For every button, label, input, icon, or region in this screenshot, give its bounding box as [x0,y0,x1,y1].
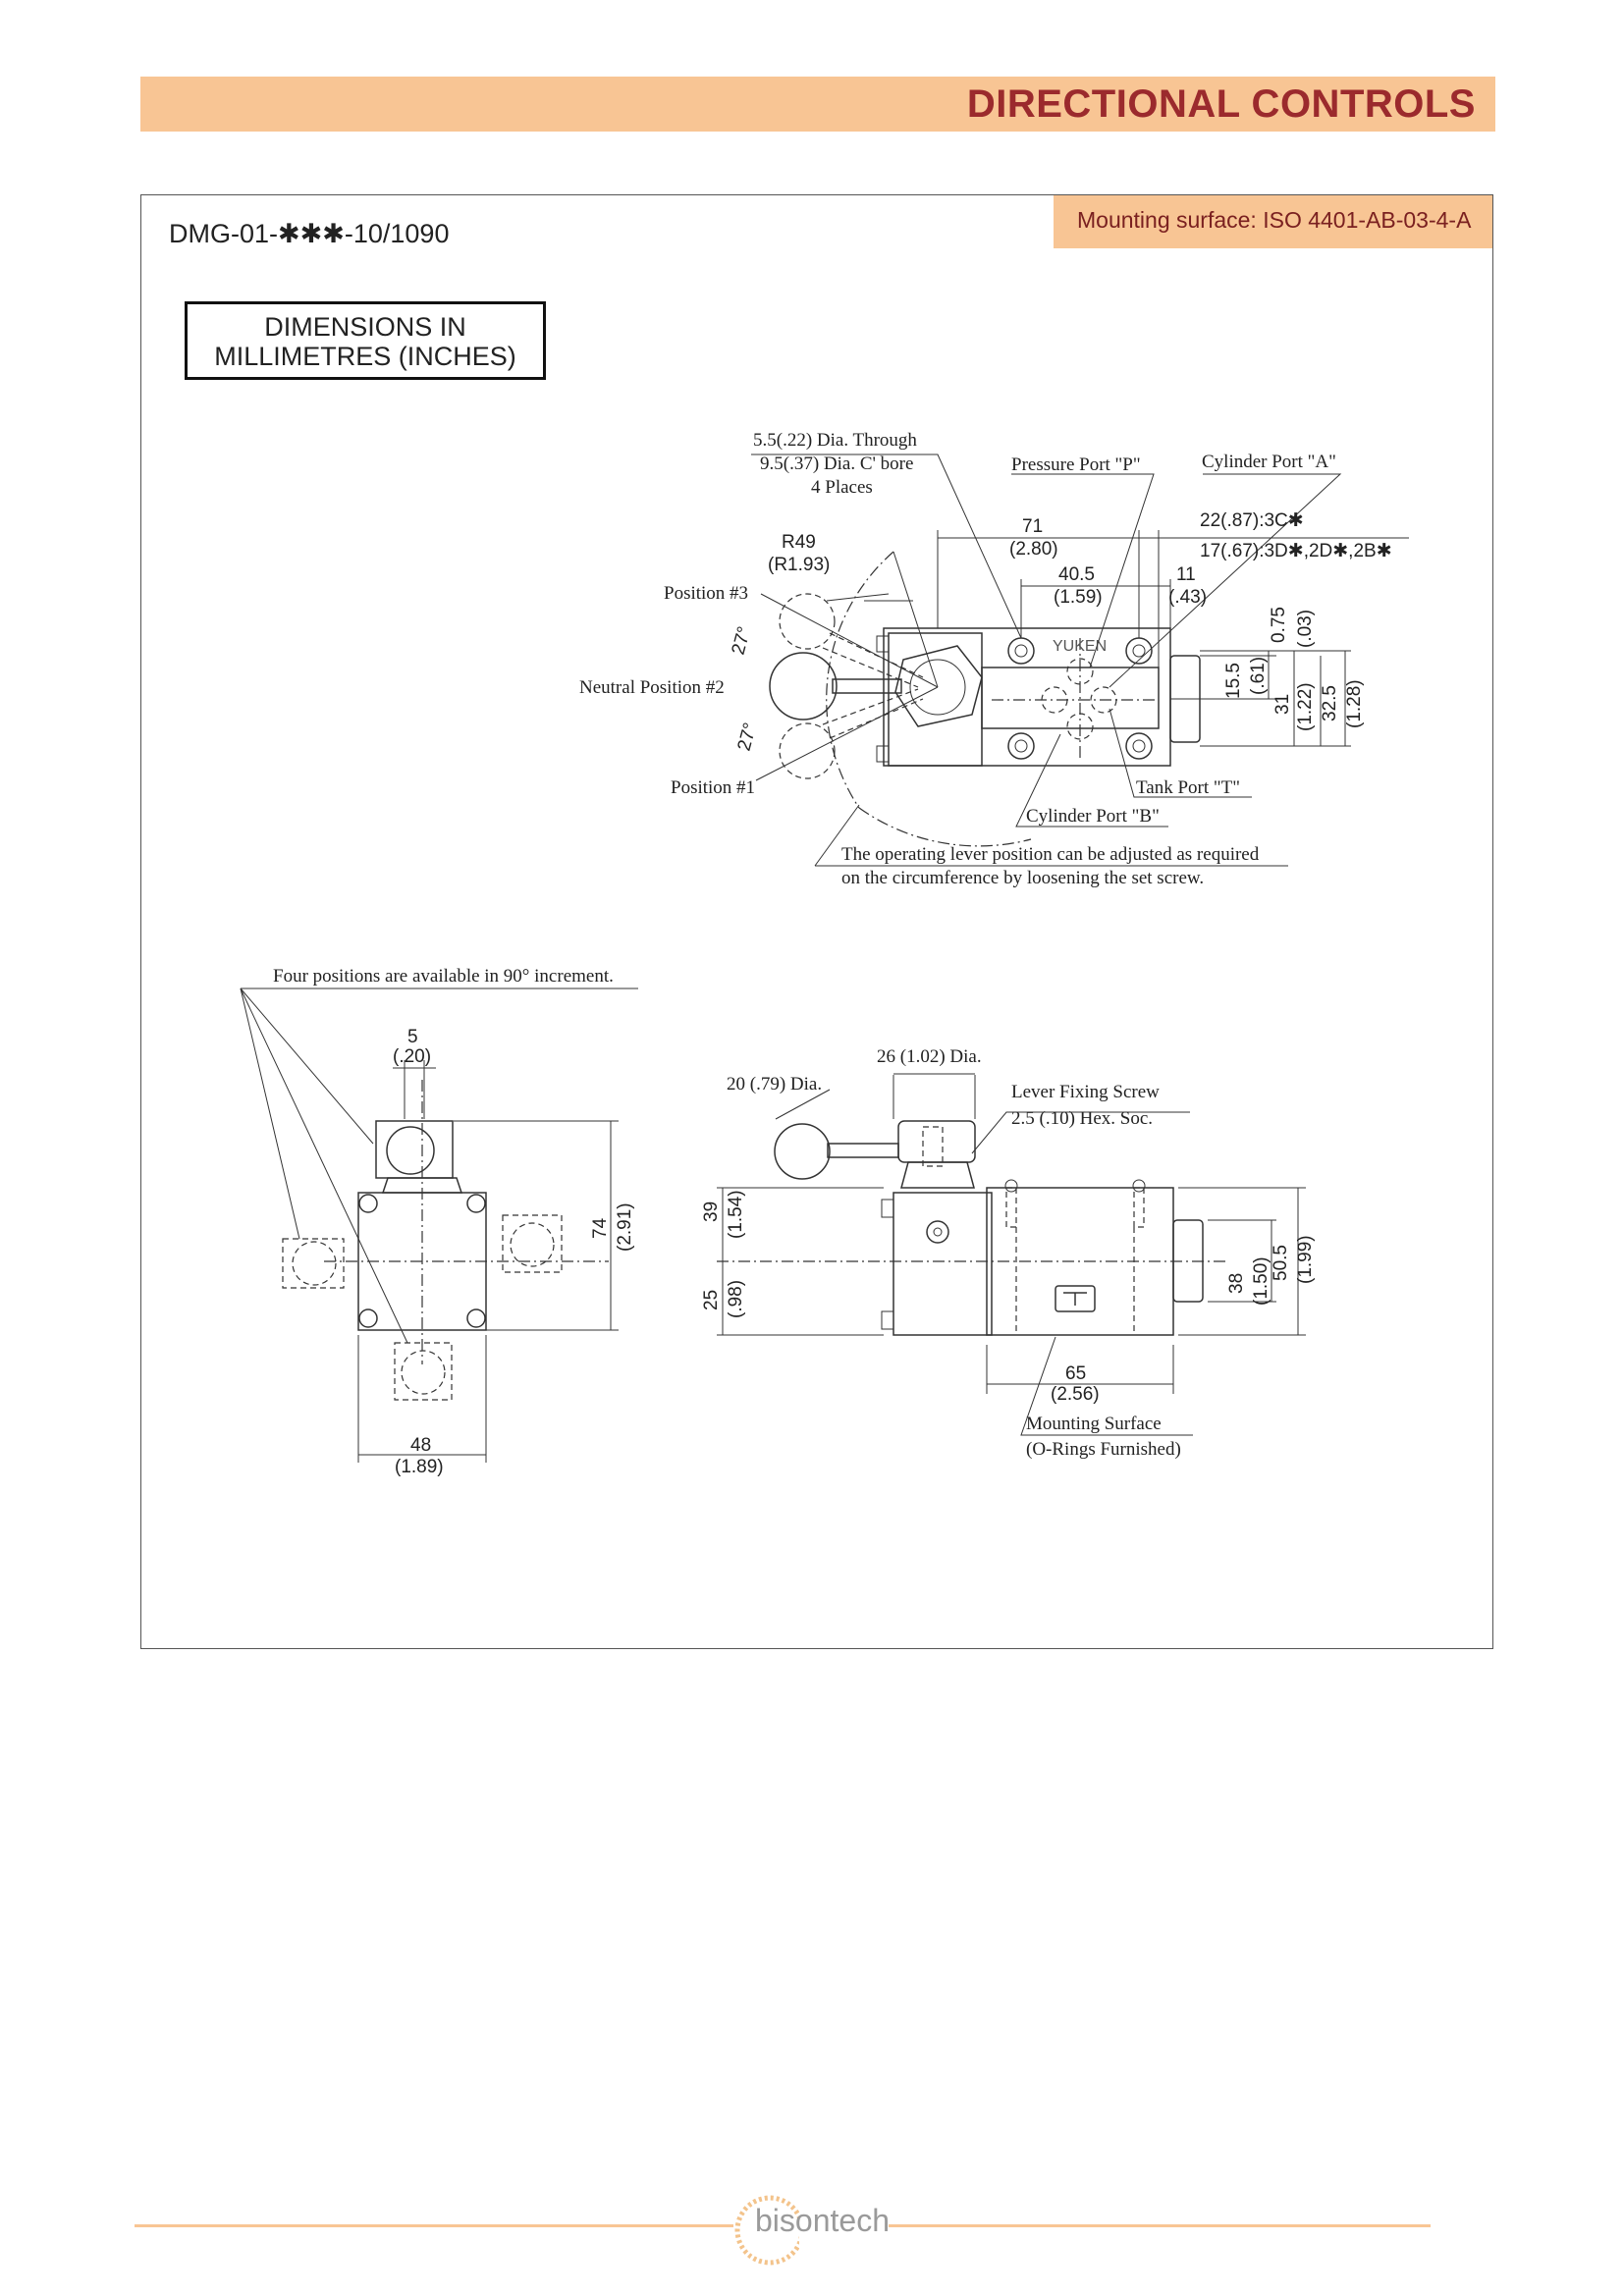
dim-17: 17(.67):3D✱,2D✱,2B✱ [1200,541,1392,561]
dim-65: 65 [1065,1363,1086,1384]
hole-note-3: 4 Places [811,477,873,498]
front-knob-left [282,1238,345,1289]
dim-38: 38 [1226,1273,1247,1294]
lever-arm-neutral [832,678,902,694]
hole-note-1: 5.5(.22) Dia. Through [753,430,917,451]
neutral-position-label: Neutral Position #2 [579,677,725,698]
dim-11-inch: (.43) [1168,587,1207,608]
mount-hole-1 [1007,637,1035,665]
cylinder-port-b-label: Cylinder Port "B" [1026,806,1160,827]
dim-25: 25 [701,1290,722,1310]
lever-knob-position1 [779,722,836,779]
lever-housing [888,632,983,767]
lever-note-line1: The operating lever position can be adju… [841,844,1260,865]
dim-0-75-inch: (.03) [1295,610,1316,648]
dim-74-inch: (2.91) [615,1202,635,1252]
dim-32-5-inch: (1.28) [1344,679,1365,728]
dim-39: 39 [701,1201,722,1222]
four-positions-note: Four positions are available in 90° incr… [273,966,614,987]
dim-31: 31 [1272,694,1293,715]
dim-39-inch: (1.54) [726,1190,746,1239]
position-3-label: Position #3 [664,583,748,604]
dim-74: 74 [590,1217,611,1239]
mount-hole-3 [1007,732,1035,760]
r49-label: R49 [782,532,816,553]
dim-71: 71 [1022,516,1043,537]
mount-hole-4 [1125,732,1153,760]
brand-mark: YUKEN [1053,638,1107,655]
dim-31-inch: (1.22) [1295,682,1316,731]
dim-25-inch: (.98) [726,1280,746,1318]
dim-15-5: 15.5 [1223,663,1244,699]
angle-bottom-label: 27° [734,721,762,753]
side-lever-knob [774,1123,831,1180]
dim-20-label: 20 (.79) Dia. [727,1074,822,1095]
hole-note-2: 9.5(.37) Dia. C' bore [760,454,913,474]
lever-knob-neutral [769,652,838,721]
model-code: DMG-01-✱✱✱-10/1090 [169,219,450,248]
page-title: DIRECTIONAL CONTROLS [966,82,1476,126]
side-view [717,1073,1306,1436]
footer-rule-right [889,2224,1431,2227]
bisontech-logo: bisontech [730,2191,897,2269]
dim-50-5-inch: (1.99) [1295,1235,1316,1284]
top-view: YUKEN [751,454,1409,867]
dim-32-5: 32.5 [1320,685,1340,721]
logo-sunburst-icon [734,2195,799,2266]
position-1-label: Position #1 [671,777,755,798]
angle-top-label: 27° [729,624,756,657]
front-knob-right [502,1214,563,1273]
cylinder-port-a-label: Cylinder Port "A" [1202,452,1336,472]
port-plate [981,667,1160,729]
mounting-surface-label: Mounting Surface [1026,1414,1162,1434]
footer-rule-left [135,2224,733,2227]
drawing-frame: Mounting surface: ISO 4401-AB-03-4-A DMG… [140,194,1493,1649]
lever-arc [826,551,894,809]
lever-knob-position3 [779,593,836,650]
dim-5-inch: (.20) [393,1046,431,1067]
dim-38-inch: (1.50) [1251,1256,1271,1306]
pressure-port-label: Pressure Port "P" [1011,454,1141,475]
dim-50-5: 50.5 [1271,1245,1291,1281]
o-rings-label: (O-Rings Furnished) [1026,1439,1181,1460]
dimension-labels: 5.5(.22) Dia. Through 9.5(.37) Dia. C' b… [273,430,1392,1477]
dim-48: 48 [410,1435,431,1456]
dim-0-75: 0.75 [1269,607,1289,643]
header-banner: DIRECTIONAL CONTROLS [140,77,1495,132]
front-view [240,988,638,1463]
lever-fixing-screw-label: Lever Fixing Screw [1011,1082,1160,1102]
dim-40-5-inch: (1.59) [1054,587,1103,608]
tank-port-label: Tank Port "T" [1136,777,1240,798]
dimensions-note-box: DIMENSIONS IN MILLIMETRES (INCHES) [185,301,546,380]
dim-40-5: 40.5 [1058,564,1095,585]
front-knob-bottom [394,1342,453,1401]
dim-26-label: 26 (1.02) Dia. [877,1046,982,1067]
dim-22: 22(.87):3C✱ [1200,510,1304,531]
dim-11: 11 [1176,564,1196,585]
dim-71-inch: (2.80) [1009,539,1058,560]
r49-inch-label: (R1.93) [768,555,830,575]
dim-48-inch: (1.89) [395,1457,444,1477]
mounting-surface-badge: Mounting surface: ISO 4401-AB-03-4-A [1054,195,1492,248]
dim-5: 5 [407,1027,418,1047]
lever-note-line2: on the circumference by loosening the se… [841,868,1204,888]
hex-nut-top [894,645,983,727]
dim-65-inch: (2.56) [1051,1384,1100,1405]
tank-symbol [1055,1285,1096,1312]
side-lever-housing [893,1192,993,1336]
dim-15-5-inch: (.61) [1248,657,1269,695]
hex-socket-label: 2.5 (.10) Hex. Soc. [1011,1108,1153,1129]
